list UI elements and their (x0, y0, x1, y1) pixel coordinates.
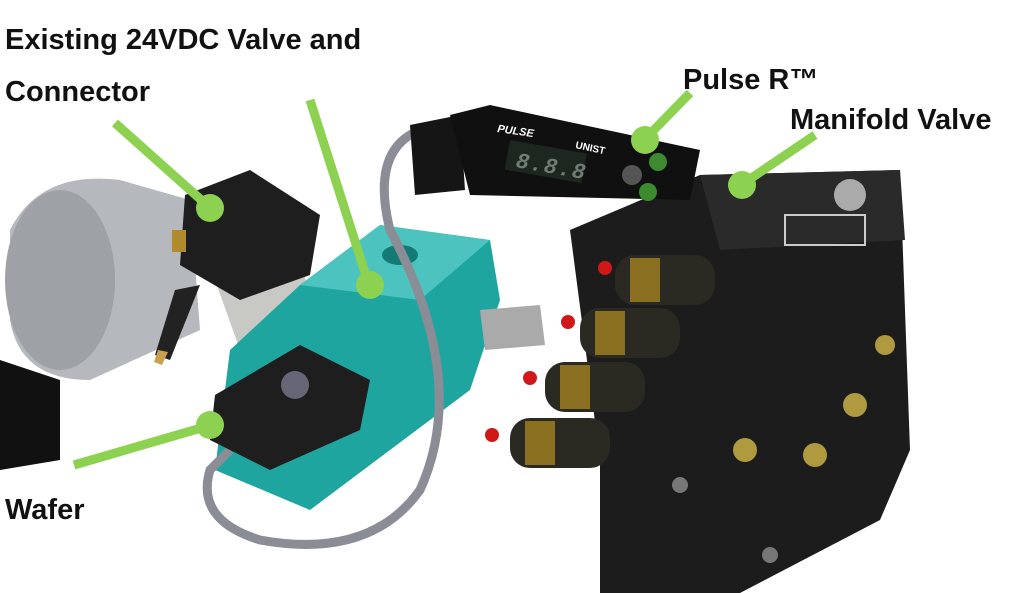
callout-wafer (72, 421, 210, 470)
label-wafer: Wafer (5, 494, 85, 526)
callout-manifold (741, 131, 818, 187)
callout-connector (112, 119, 211, 210)
wafer-module (210, 345, 370, 470)
callout-dot-valve (356, 271, 384, 299)
down-button (639, 183, 657, 201)
cable (202, 125, 444, 549)
callout-valve (305, 98, 373, 284)
callout-dot-pulse (631, 126, 659, 154)
callout-dot-wafer (196, 411, 224, 439)
label-manifold-valve: Manifold Valve (790, 104, 992, 136)
callout-dot-connector (196, 194, 224, 222)
label-valve-connector-line1: Existing 24VDC Valve and (5, 24, 362, 56)
pulse-brand-text: PULSE (497, 123, 536, 140)
up-button (649, 153, 667, 171)
cylinder-fitting (0, 178, 200, 470)
label-valve-connector-line2: Connector (5, 76, 150, 108)
led-display (504, 139, 587, 184)
solenoid-coils (485, 255, 715, 468)
pulse-r-device: PULSE UNIST 8.8.8 (410, 105, 700, 201)
label-pulse-r: Pulse R™ (683, 64, 819, 96)
center-button (622, 165, 642, 185)
callout-dot-manifold (728, 171, 756, 199)
callout-lines (72, 89, 818, 470)
